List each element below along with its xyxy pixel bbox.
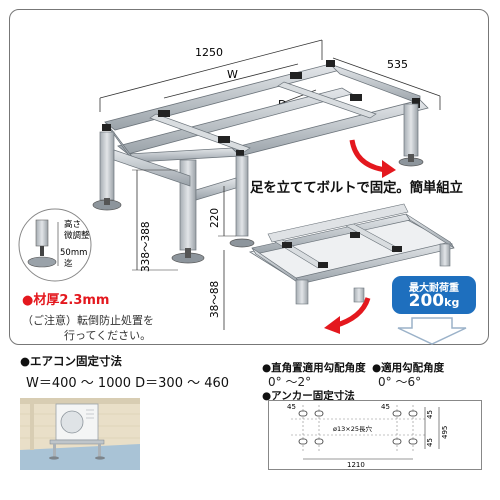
caution-line-1: （ご注意）転倒防止処置を bbox=[22, 314, 154, 327]
anchor-hole-size: ø13×25長穴 bbox=[333, 424, 372, 433]
anchor-layout-drawing: 45 45 45 45 495 ø13×25長穴 1210 bbox=[268, 400, 482, 470]
installation-illustration bbox=[20, 398, 140, 470]
angle-right-value: 0° ～2° bbox=[268, 375, 312, 389]
max-load-label: 最大耐荷重 bbox=[409, 283, 459, 294]
dim-foot-range-label: 38～88 bbox=[209, 281, 221, 318]
material-thickness: ●材厚2.3mm bbox=[22, 293, 110, 308]
depth-dim-line bbox=[332, 57, 441, 97]
anchor-left-gap: 45 bbox=[287, 403, 296, 411]
anchor-title: ●アンカー固定寸法 bbox=[262, 390, 355, 402]
dim-w-label: W bbox=[227, 68, 238, 81]
dim-height-range-label: 338～388 bbox=[140, 221, 152, 272]
adjust-note-line3: 50mm bbox=[60, 248, 87, 258]
rotate-arrow-top bbox=[349, 139, 387, 173]
anchor-total-width: 1210 bbox=[347, 461, 365, 469]
folded-stand bbox=[248, 203, 455, 305]
anchor-right-gap: 45 bbox=[381, 403, 390, 411]
w-dim-line bbox=[163, 63, 299, 99]
max-load-badge: 最大耐荷重 200kg bbox=[392, 276, 476, 314]
dim-depth-label: 535 bbox=[387, 58, 408, 71]
anchor-total-depth: 495 bbox=[441, 426, 449, 439]
adjuster-detail: 高さ 微調整 50mm 迄 bbox=[18, 208, 92, 282]
max-load-unit: kg bbox=[444, 296, 460, 309]
aircon-fix-title: ●エアコン固定寸法 bbox=[20, 354, 123, 368]
anchor-top-gap: 45 bbox=[426, 410, 434, 419]
dim-height-lower-label: 220 bbox=[209, 208, 221, 228]
adjust-note-line2: 微調整 bbox=[64, 230, 90, 241]
anchor-bottom-gap: 45 bbox=[426, 438, 434, 447]
main-stand: 1250 535 W D bbox=[92, 39, 441, 330]
leg-back-left bbox=[99, 131, 115, 201]
stand-diagram: 1250 535 W D bbox=[18, 39, 467, 345]
angle-applied-title: ●適用勾配角度 bbox=[372, 362, 445, 374]
caution-line-2: 行ってください。 bbox=[64, 329, 152, 342]
length-dim-line bbox=[99, 39, 323, 99]
down-arrow-icon bbox=[397, 317, 467, 345]
caution-note: （ご注意）転倒防止処置を 行ってください。 bbox=[22, 313, 154, 343]
assembly-caption: 足を立ててボルトで固定。簡単組立 bbox=[250, 180, 463, 196]
leg-front-mid bbox=[235, 155, 249, 237]
rail-outer bbox=[231, 99, 429, 157]
max-load-value: 200 bbox=[408, 291, 445, 311]
aircon-fix-range: W＝400 ～ 1000 D＝300 ～ 460 bbox=[26, 376, 230, 391]
angle-applied-value: 0° ～6° bbox=[378, 375, 422, 389]
adjust-note-line4: 迄 bbox=[64, 258, 73, 269]
dim-length-label: 1250 bbox=[195, 46, 223, 59]
leg-right bbox=[403, 103, 419, 157]
adjust-note-line1: 高さ bbox=[64, 219, 81, 230]
angle-right-title: ●直角置適用勾配角度 bbox=[262, 362, 366, 374]
